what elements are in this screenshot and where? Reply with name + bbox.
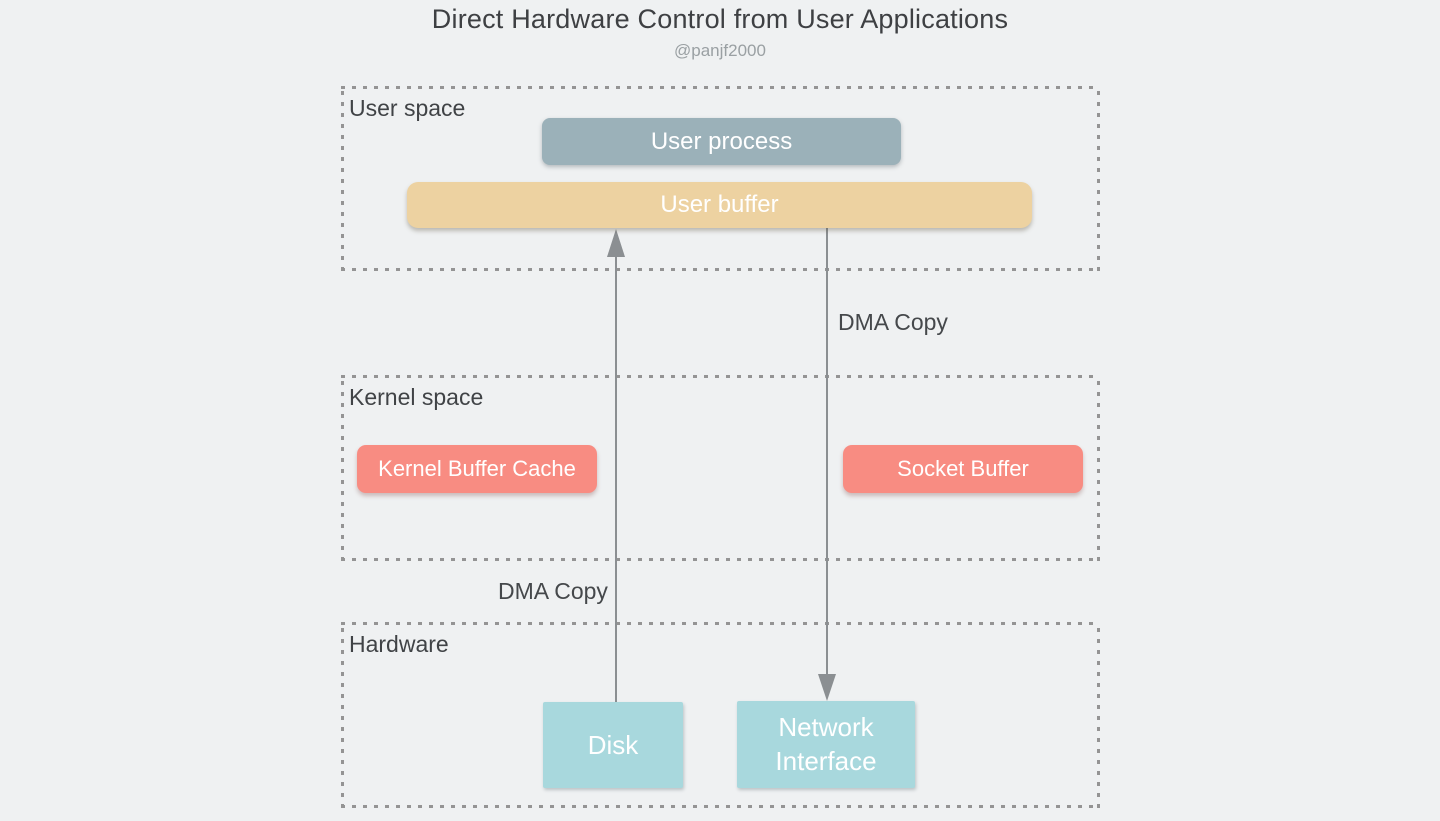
page-title: Direct Hardware Control from User Applic… bbox=[431, 4, 1009, 34]
node-disk: Disk bbox=[543, 702, 683, 788]
author-handle: @panjf2000 bbox=[674, 41, 766, 60]
node-socket-buffer: Socket Buffer bbox=[843, 445, 1083, 493]
node-network-interface: Network Interface bbox=[737, 701, 915, 788]
region-hardware-label: Hardware bbox=[349, 631, 449, 657]
node-disk-label: Disk bbox=[587, 729, 639, 760]
node-network-interface-label: Network Interface bbox=[775, 711, 877, 776]
node-user-buffer: User buffer bbox=[407, 182, 1032, 228]
region-user-space-label: User space bbox=[349, 95, 466, 121]
node-user-process: User process bbox=[542, 118, 901, 165]
node-user-buffer-label: User buffer bbox=[660, 191, 779, 218]
node-user-process-label: User process bbox=[650, 127, 793, 155]
dma-copy-label-user-to-nic: DMA Copy bbox=[838, 309, 948, 335]
region-hardware: Hardware bbox=[341, 622, 1100, 808]
node-kernel-buffer-cache: Kernel Buffer Cache bbox=[357, 445, 597, 493]
node-kernel-buffer-cache-label: Kernel Buffer Cache bbox=[378, 456, 576, 481]
node-socket-buffer-label: Socket Buffer bbox=[897, 456, 1029, 481]
region-user-space: User space bbox=[341, 86, 1100, 271]
diagram-header: Direct Hardware Control from User Applic… bbox=[0, 4, 1440, 61]
dma-copy-label-disk-to-user: DMA Copy bbox=[498, 578, 608, 604]
region-kernel-space-label: Kernel space bbox=[349, 384, 484, 410]
